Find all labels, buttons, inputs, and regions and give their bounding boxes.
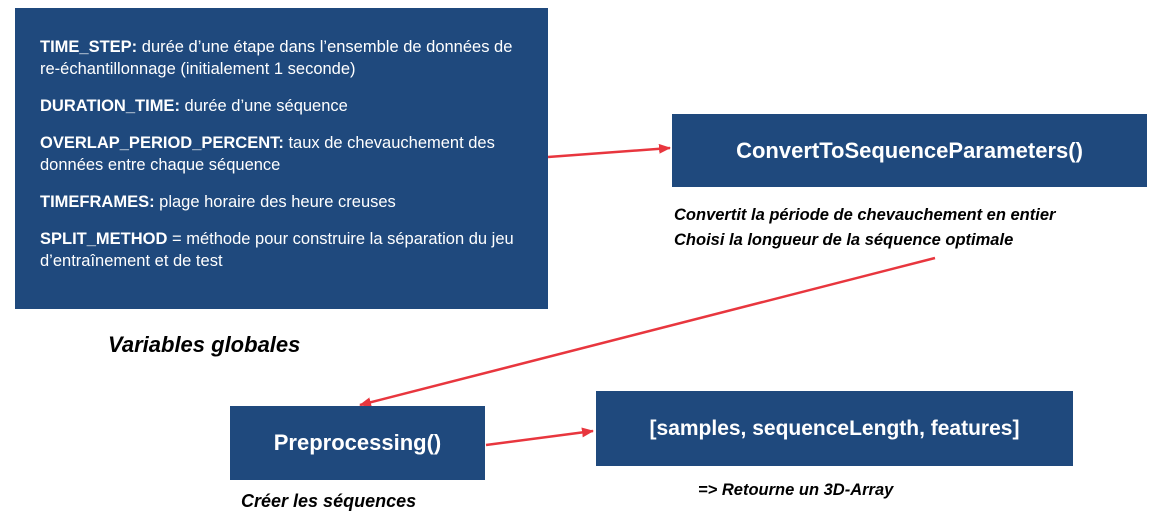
output-array-caption: => Retourne un 3D-Array: [698, 481, 894, 499]
var-overlap-period-percent: OVERLAP_PERIOD_PERCENT: taux de chevauch…: [40, 134, 495, 174]
output-array-label: [samples, sequenceLength, features]: [649, 416, 1020, 440]
convert-label: ConvertToSequenceParameters(): [736, 137, 1083, 163]
arrow-vars-to-convert: [547, 143, 671, 159]
convert-to-sequence-parameters-box: ConvertToSequenceParameters(): [672, 114, 1147, 187]
convert-caption: Convertit la période de chevauchement en…: [674, 203, 1055, 253]
global-variables-box: TIME_STEP: durée d’une étape dans l’ense…: [15, 8, 548, 309]
var-duration-time: DURATION_TIME: durée d’une séquence: [40, 97, 348, 115]
preprocessing-label: Preprocessing(): [273, 430, 442, 455]
var-time-step: TIME_STEP: durée d’une étape dans l’ense…: [40, 38, 513, 78]
convert-caption-line1: Convertit la période de chevauchement en…: [674, 206, 1056, 224]
arrow-convert-to-preprocessing: [359, 256, 936, 408]
preprocessing-caption: Créer les séquences: [241, 491, 417, 511]
arrow-preprocessing-to-output: [485, 427, 594, 447]
output-array-box: [samples, sequenceLength, features]: [596, 391, 1073, 466]
preprocessing-box: Preprocessing(): [230, 406, 485, 480]
var-split-method: SPLIT_METHOD = méthode pour construire l…: [40, 230, 514, 270]
global-variables-caption: Variables globales: [108, 332, 301, 357]
var-timeframes: TIMEFRAMES: plage horaire des heure creu…: [40, 193, 396, 211]
convert-caption-line2: Choisi la longueur de la séquence optima…: [674, 231, 1014, 249]
